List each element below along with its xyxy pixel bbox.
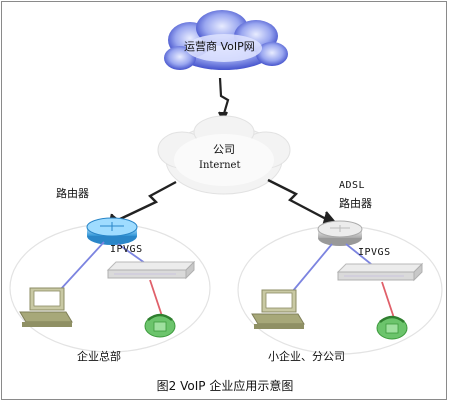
phone-line-right [381,281,395,319]
internet-sub-label: Internet [199,160,241,171]
lightning-link-left-icon [108,180,177,226]
carrier-network-label: 运营商 VoIP网 [184,40,255,53]
router-left-label: 路由器 [56,187,89,200]
phone-right-icon [376,315,408,340]
carrier-cloud-icon [164,10,288,70]
computer-right-icon [251,289,305,329]
figure-caption: 图2 VoIP 企业应用示意图 [156,379,294,393]
lightning-link-icon [218,77,230,123]
site-left-label: 企业总部 [77,350,121,363]
computer-left-icon [19,287,73,327]
site-right-label: 小企业、分公司 [268,350,345,363]
phone-line-left [149,279,163,317]
gateway-left-icon [106,260,196,280]
lightning-link-right-icon [267,178,339,228]
gateway-right-icon [336,262,424,282]
phone-left-icon [144,313,176,338]
adsl-label: ADSL [339,180,366,191]
ipvgs-right-label: IPVGS [358,247,391,258]
router-right-label: 路由器 [339,197,372,210]
router-left-icon [86,217,138,245]
internet-title-label: 公司 [213,143,235,156]
router-right-icon [317,220,363,246]
ipvgs-left-label: IPVGS [110,244,143,255]
